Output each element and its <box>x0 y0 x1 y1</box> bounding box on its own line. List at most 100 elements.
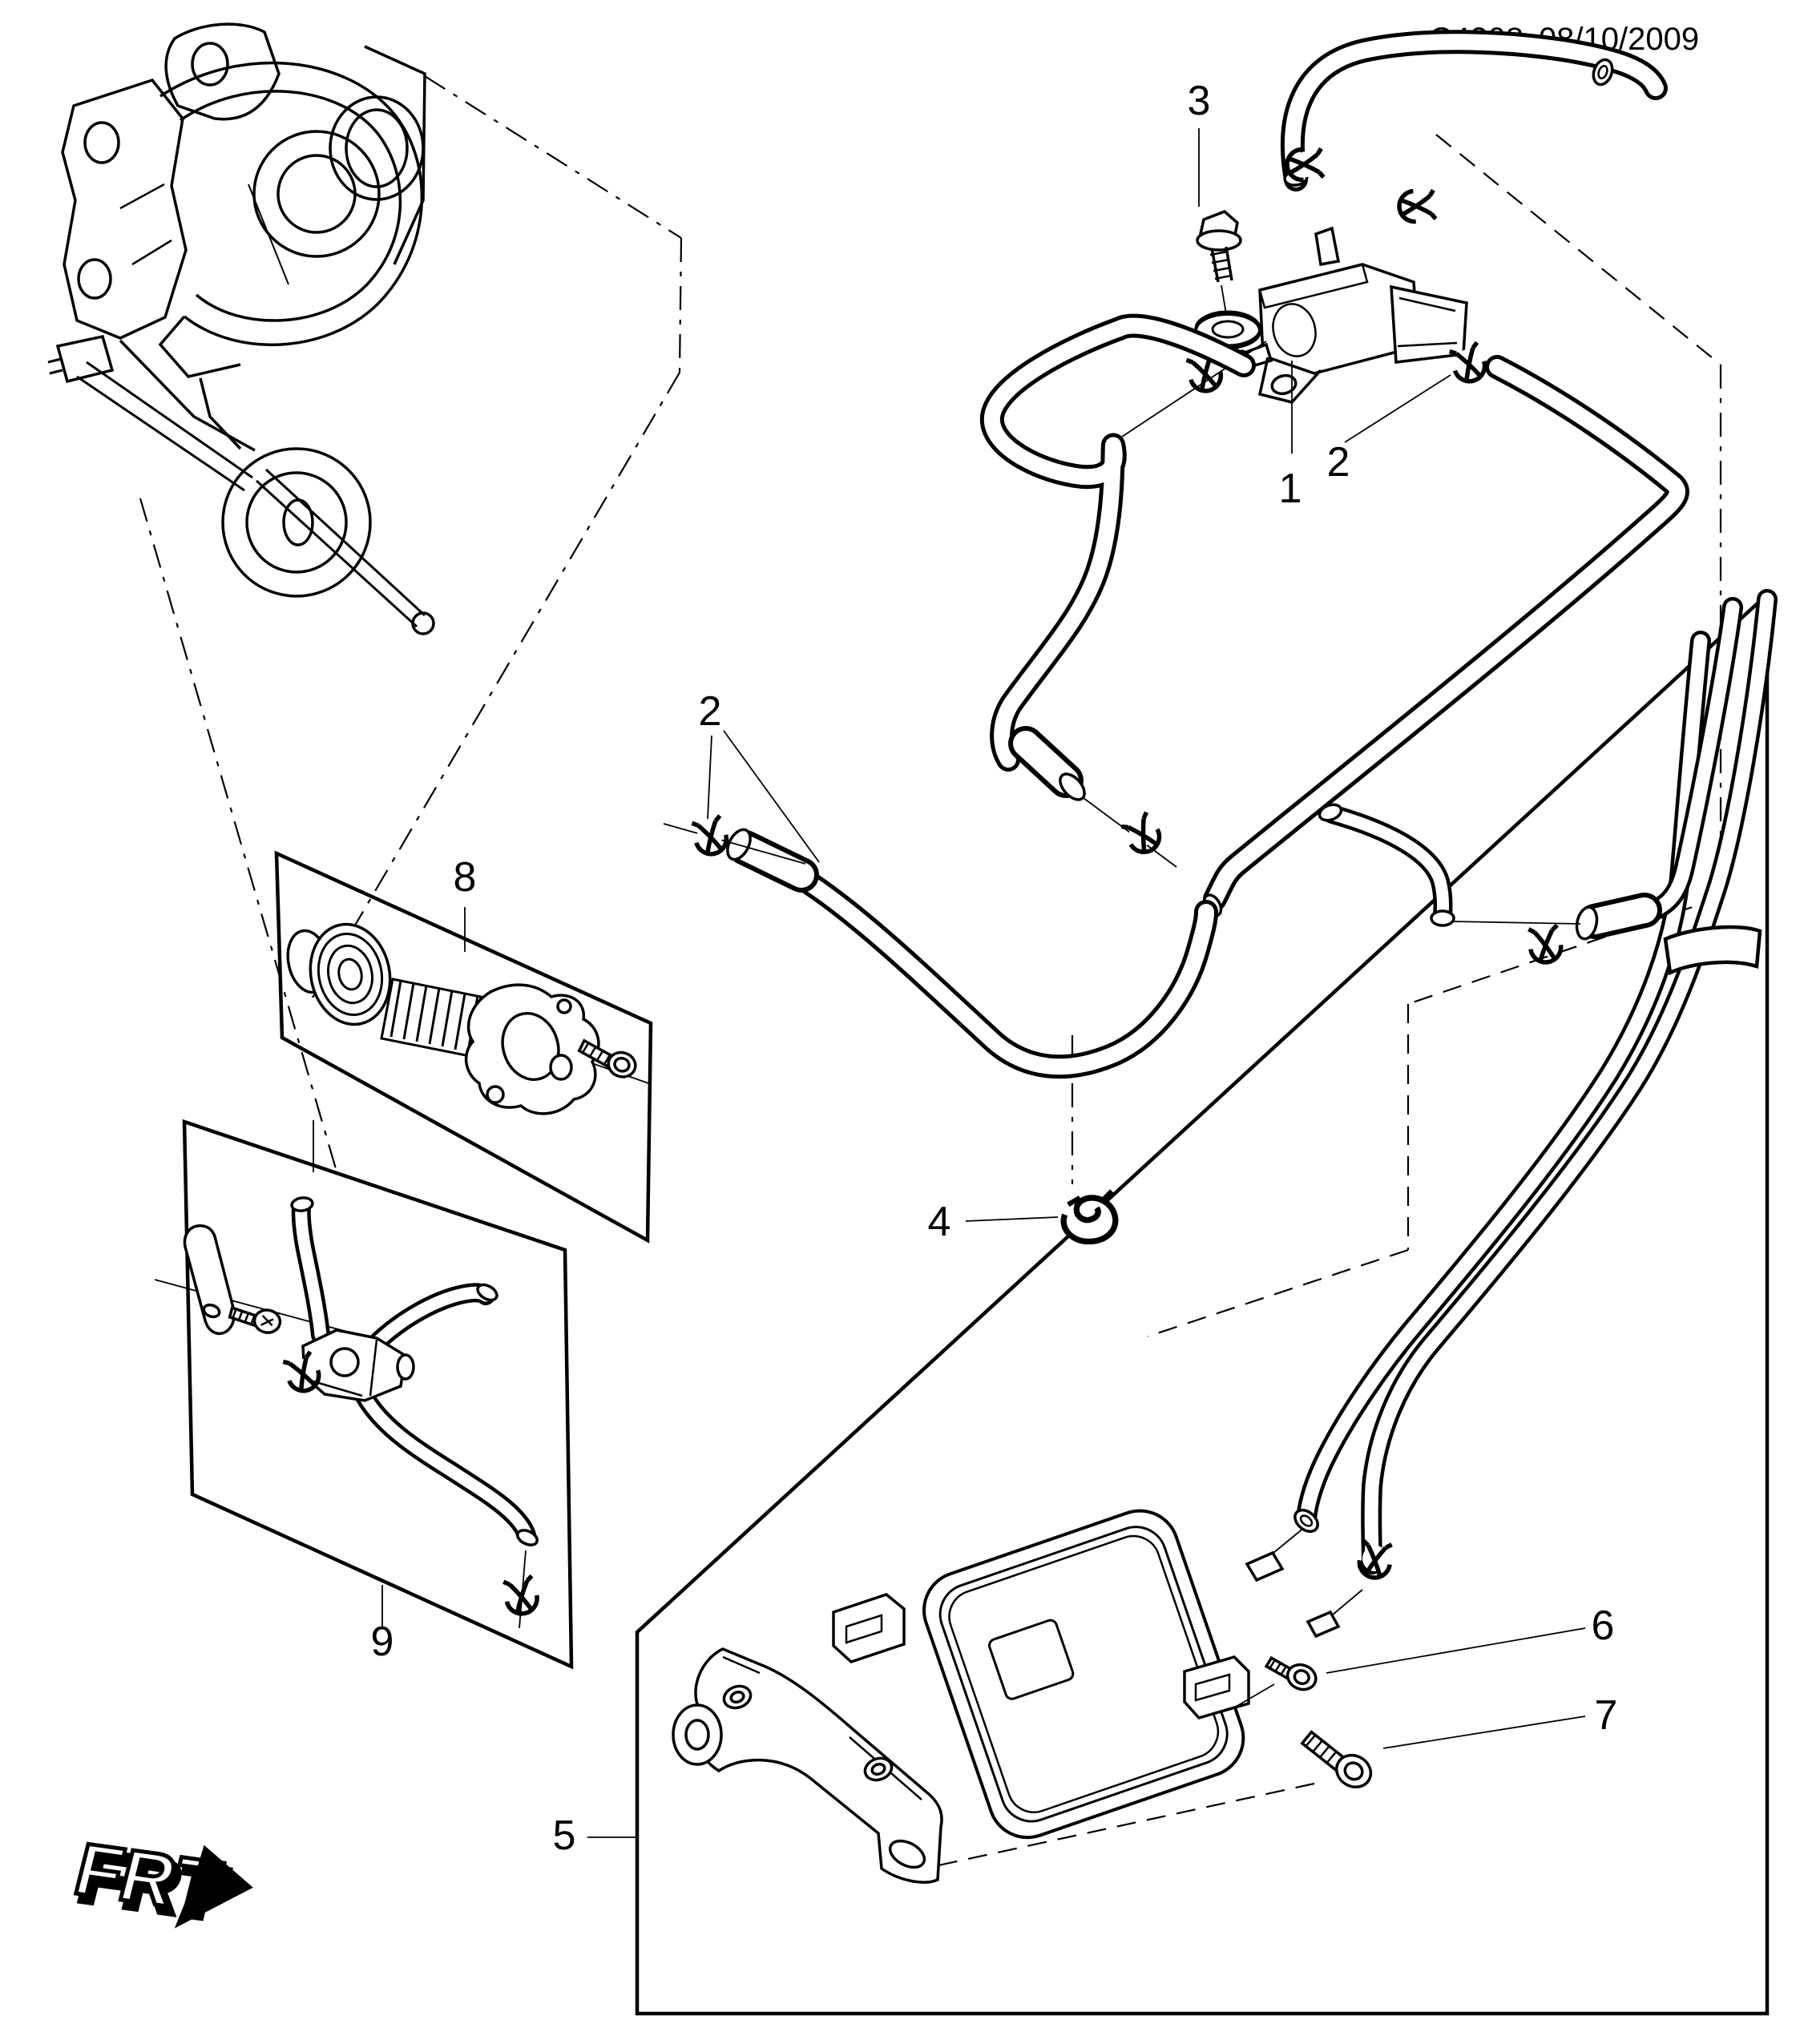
hoseM-fat-end-core <box>732 835 814 888</box>
bolt7-axis <box>930 1782 1315 1869</box>
turbo-pipe-2 <box>76 361 253 492</box>
ref-line-right-bottom <box>1147 1248 1409 1338</box>
turbo-compressor-inlet-inner <box>276 154 357 234</box>
turbo-right-edge <box>364 45 426 265</box>
turbo-scroll-outline <box>159 61 424 347</box>
callout-labels: 3 1 2 2 8 4 9 5 6 7 <box>371 78 1618 1859</box>
turbo-drain-pipe <box>255 468 426 628</box>
vacuum-tank-ears <box>832 1593 1250 1719</box>
turbo-pipe-1 <box>119 339 256 452</box>
turbo-housing-ribs <box>119 183 172 266</box>
valve-down-hose-end <box>515 1529 539 1546</box>
turbo-fitting-block <box>55 334 115 384</box>
hose-clamp-u2 <box>1398 189 1435 223</box>
hoseR1-fat-end-core <box>1582 897 1657 934</box>
vacuum-tank <box>922 1509 1245 1840</box>
callout-8: 8 <box>454 854 477 901</box>
ref-line-turbo-to-box9 <box>139 498 338 1172</box>
hose-clamp-2c <box>691 816 729 857</box>
ref-line-turbo-to-box8 <box>312 372 680 998</box>
solenoid-valve-assembly <box>1121 128 1488 454</box>
turbo-flange-hole-1 <box>83 121 120 164</box>
actuator-spring <box>380 978 482 1058</box>
box9-valve-kit <box>154 1119 574 1670</box>
valve-right-hose-end <box>476 1283 498 1302</box>
callout-5: 5 <box>553 1812 576 1859</box>
hose-clamp-elbow <box>1528 925 1563 965</box>
ref-line-turbo-1 <box>424 75 682 239</box>
turbo-bracket-hole-1 <box>191 42 229 87</box>
turbo-leader-line <box>248 183 289 285</box>
tank-hose-left-end <box>1293 1508 1319 1534</box>
turbo-flange-hole-2 <box>77 258 112 300</box>
vacuum-hose-network <box>663 326 1677 1242</box>
bolt-6 <box>1264 1655 1318 1691</box>
turbo-inlet-flange <box>61 78 188 340</box>
tank-hose-pair <box>1293 599 1767 1579</box>
hose-strap <box>1663 925 1762 976</box>
elbow-axis <box>1451 921 1581 925</box>
tank-nipple-1 <box>1245 1550 1285 1582</box>
callout-4: 4 <box>928 1199 951 1245</box>
callout6-leader <box>1326 1627 1586 1674</box>
frt-direction-arrow: FRT FRT <box>65 1825 253 1938</box>
box5-outline <box>635 590 1770 2016</box>
hoseL-fitting-core <box>1013 731 1079 793</box>
actuator-housing <box>464 983 600 1115</box>
turbo-top-bracket <box>164 22 280 121</box>
ref-line-right-top <box>1407 896 1721 1006</box>
tank-hose-left-end-inner <box>1299 1514 1314 1527</box>
valve-top-hose-end <box>290 1196 314 1212</box>
callout-7: 7 <box>1595 1692 1618 1739</box>
box5-tank-assembly <box>635 590 1770 2016</box>
box8-actuator-kit <box>274 850 653 1244</box>
solenoid-valve-body <box>1232 226 1468 404</box>
turbo-scroll-inner <box>180 90 402 322</box>
hoseL-cut-end <box>1059 772 1086 801</box>
turbo-compressor-inlet <box>252 130 381 258</box>
construction-lines <box>139 75 1722 1338</box>
u-hose-right-end <box>1592 58 1614 87</box>
callout2a-leader <box>1344 374 1451 443</box>
turbo-outlet-ring <box>329 95 425 201</box>
retaining-clip-4 <box>1063 1191 1116 1242</box>
callout-2-mid: 2 <box>699 688 722 735</box>
wastegate-actuator-can-inner <box>245 471 348 574</box>
valve-bracket-strap <box>183 1224 236 1336</box>
ref-line-turbo-2 <box>678 237 683 373</box>
valve-screw <box>228 1305 282 1334</box>
hoseR1-open-end <box>1575 905 1599 941</box>
box9-outline <box>182 1119 574 1670</box>
box8-outline <box>274 850 653 1244</box>
turbocharger-assembly <box>47 22 435 635</box>
callout-1: 1 <box>1279 466 1302 512</box>
actuator-diaphragm-cap <box>286 922 392 1026</box>
tank-bracket <box>672 1647 943 1884</box>
box9-lower-axis <box>519 1550 527 1629</box>
turbo-housing-edge-1 <box>158 315 241 378</box>
tank-elbow-cut-end <box>1318 803 1343 822</box>
bolt-7 <box>1300 1730 1373 1789</box>
upper-u-hose <box>1284 42 1656 223</box>
turbo-outlet-ring-inner <box>345 108 409 188</box>
bolt6-axis <box>1235 1683 1275 1707</box>
callout2b-leader-2 <box>723 730 820 863</box>
bypass-valve-body <box>301 1328 415 1402</box>
callout-2-top: 2 <box>1327 439 1350 486</box>
turbo-fitting-bolt <box>47 357 63 375</box>
bolt3-axis <box>1221 284 1227 315</box>
callout-3: 3 <box>1188 78 1211 124</box>
actuator-bolt <box>577 1038 637 1078</box>
frt-arrowhead <box>174 1844 253 1929</box>
ref-line-uhose <box>1435 134 1721 365</box>
callout7-leader <box>1382 1715 1586 1749</box>
callout4-leader <box>965 1216 1059 1222</box>
callout2b-leader-1 <box>707 735 712 820</box>
junction-axis-left <box>663 823 806 865</box>
tank-nipple-2 <box>1306 1610 1341 1639</box>
bolt-3 <box>1196 209 1242 283</box>
hose-clamp-2d <box>1121 812 1165 857</box>
callout-6: 6 <box>1592 1603 1615 1649</box>
